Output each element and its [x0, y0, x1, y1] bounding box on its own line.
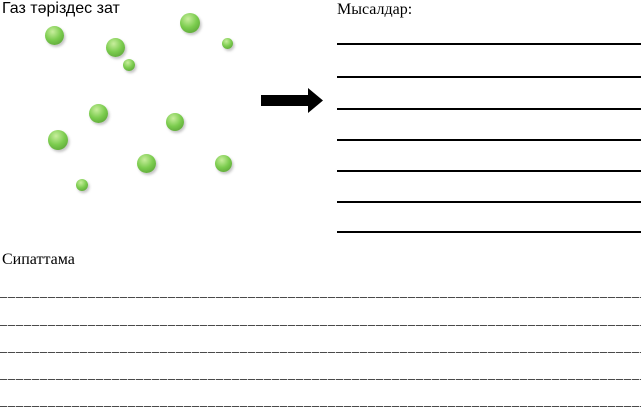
examples-answer-line[interactable]	[337, 43, 641, 45]
gas-particle-icon	[44, 25, 64, 45]
gas-particle-icon	[123, 59, 135, 71]
gas-particle-icon	[88, 103, 108, 123]
examples-answer-line[interactable]	[337, 170, 641, 172]
examples-answer-line[interactable]	[337, 201, 641, 203]
gas-particle-icon	[48, 130, 68, 150]
gas-section-title: Газ тәріздес зат	[2, 0, 120, 17]
examples-answer-line[interactable]	[337, 108, 641, 110]
examples-answer-line[interactable]	[337, 139, 641, 141]
description-answer-line[interactable]	[0, 296, 641, 298]
examples-label: Мысалдар:	[337, 1, 413, 18]
description-label: Сипаттама	[2, 251, 75, 268]
gas-particle-icon	[214, 154, 232, 172]
gas-particle-icon	[76, 179, 88, 191]
gas-particle-icon	[166, 113, 184, 131]
description-answer-line[interactable]	[0, 324, 641, 326]
gas-particle-icon	[180, 13, 200, 33]
gas-particle-icon	[221, 37, 233, 49]
gas-particle-icon	[105, 37, 125, 57]
examples-answer-line[interactable]	[337, 231, 641, 233]
description-answer-line[interactable]	[0, 405, 641, 407]
gas-particle-icon	[136, 153, 156, 173]
description-answer-line[interactable]	[0, 378, 641, 380]
description-answer-line[interactable]	[0, 351, 641, 353]
right-arrow-icon	[261, 88, 323, 113]
examples-answer-line[interactable]	[337, 76, 641, 78]
